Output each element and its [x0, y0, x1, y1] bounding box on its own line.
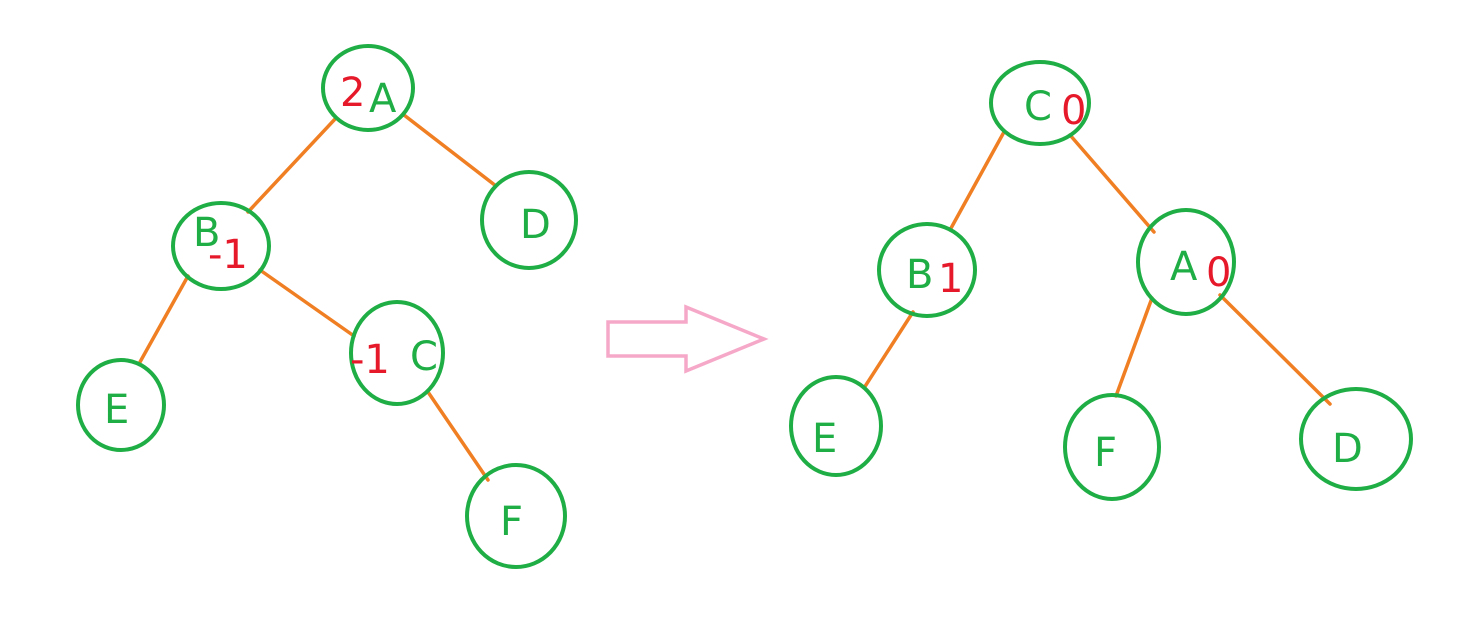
after-edge-c-a: [1068, 133, 1156, 234]
after-node-f: F: [1063, 393, 1161, 501]
before-tree: 2 A B -1 D E -1 C F: [76, 44, 578, 569]
after-node-b-label: B: [906, 252, 933, 298]
after-node-c-balance: 0: [1061, 88, 1086, 134]
after-node-b-balance: 1: [938, 256, 963, 302]
after-node-e: E: [789, 375, 883, 477]
after-node-a-circle: [1136, 208, 1236, 316]
before-node-b-circle: [171, 201, 271, 291]
after-node-c-label: C: [1024, 84, 1052, 130]
before-node-f-circle: [465, 463, 567, 569]
before-node-b-label: B: [193, 210, 220, 256]
before-node-d: D: [480, 170, 578, 270]
after-edge-c-b: [948, 130, 1006, 232]
after-edge-a-d: [1218, 293, 1332, 406]
after-node-f-label: F: [1094, 430, 1117, 476]
before-node-c-balance: -1: [350, 337, 390, 383]
before-node-d-label: D: [520, 202, 551, 248]
after-node-d-circle: [1299, 387, 1413, 491]
after-node-a: A 0: [1136, 208, 1236, 316]
after-node-d-label: D: [1332, 426, 1363, 472]
before-edge-c-f: [426, 390, 490, 482]
before-node-e-label: E: [104, 387, 129, 433]
after-node-b-circle: [877, 222, 977, 318]
before-node-a-circle: [321, 44, 415, 132]
before-node-a-label: A: [369, 76, 397, 122]
before-node-c-label: C: [410, 334, 438, 380]
after-edge-b-e: [862, 310, 915, 390]
after-node-f-circle: [1063, 393, 1161, 501]
before-edge-b-c: [258, 268, 356, 338]
before-node-c: -1 C: [349, 300, 445, 406]
before-node-f-label: F: [500, 499, 523, 545]
after-node-e-label: E: [812, 416, 837, 462]
after-node-d: D: [1299, 387, 1413, 491]
transform-arrow-icon: [606, 304, 769, 374]
after-node-c: C 0: [989, 60, 1091, 146]
after-edge-a-f: [1114, 296, 1154, 398]
before-node-a-balance: 2: [340, 70, 365, 116]
before-edge-a-d: [402, 113, 498, 188]
before-node-b-balance: -1: [208, 232, 248, 278]
before-edge-a-b: [246, 116, 338, 214]
before-node-c-circle: [349, 300, 445, 406]
before-node-d-circle: [480, 170, 578, 270]
before-edge-b-e: [138, 274, 190, 364]
after-node-b: B 1: [877, 222, 977, 318]
before-node-e-circle: [76, 358, 166, 452]
before-node-a: 2 A: [321, 44, 415, 132]
after-node-a-balance: 0: [1206, 250, 1231, 296]
before-node-f: F: [465, 463, 567, 569]
after-node-c-circle: [989, 60, 1091, 146]
after-node-a-label: A: [1170, 244, 1198, 290]
after-node-e-circle: [789, 375, 883, 477]
after-tree: C 0 B 1 A 0 E F D: [789, 60, 1413, 501]
before-node-b: B -1: [171, 201, 271, 291]
before-node-e: E: [76, 358, 166, 452]
